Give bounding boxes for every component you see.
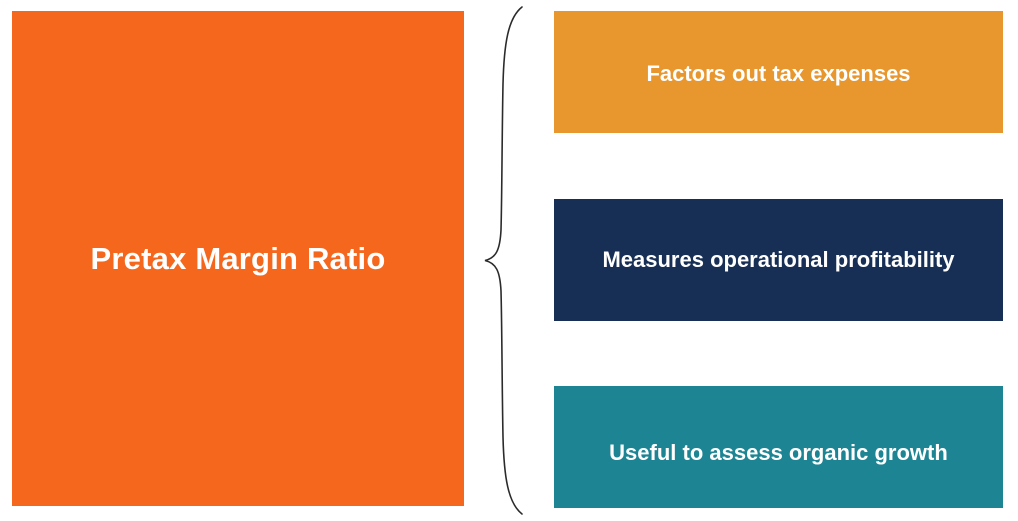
feature-box-2[interactable]: Measures operational profitability [554, 199, 1003, 321]
main-concept-box[interactable]: Pretax Margin Ratio [12, 11, 464, 506]
feature-label-1: Factors out tax expenses [646, 61, 911, 86]
brace-path [484, 6, 523, 515]
main-concept-label: Pretax Margin Ratio [90, 240, 386, 276]
feature-label-2: Measures operational profitability [602, 246, 955, 272]
feature-box-1[interactable]: Factors out tax expenses [554, 11, 1003, 133]
curly-brace-connector [484, 6, 523, 515]
feature-box-3[interactable]: Useful to assess organic growth [554, 386, 1003, 508]
feature-label-3: Useful to assess organic growth [609, 439, 948, 465]
